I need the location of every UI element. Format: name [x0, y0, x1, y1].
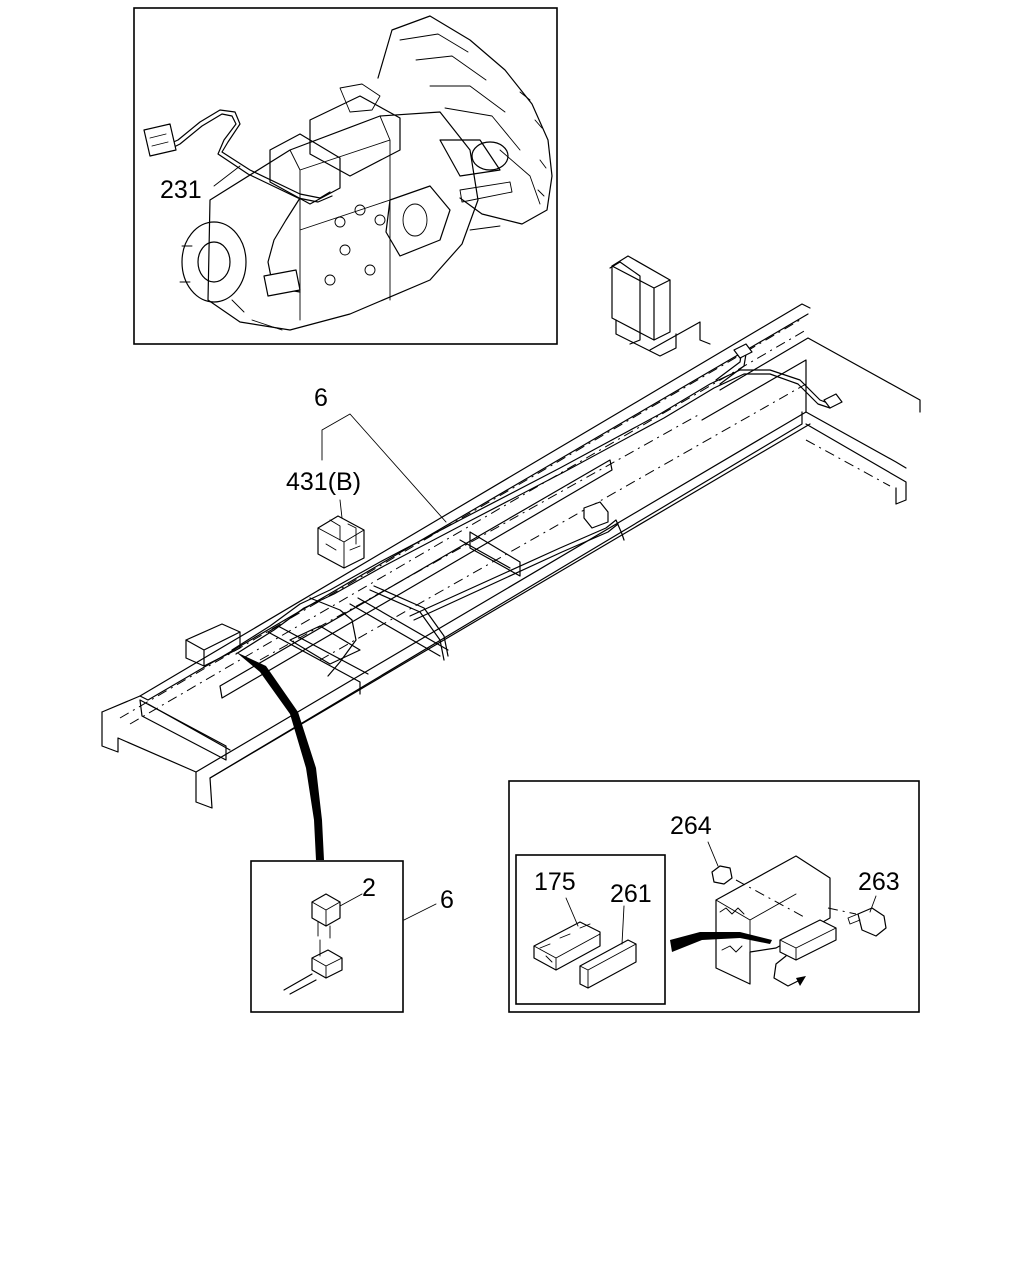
leader-431b — [339, 499, 343, 519]
relay-socket — [311, 949, 343, 979]
leader-175 — [565, 897, 579, 927]
bolt-263 — [857, 907, 887, 937]
harness-231-wire-outer — [163, 113, 333, 203]
chassis-frame — [101, 255, 921, 809]
relay-detail-inset: 2 — [250, 860, 404, 1013]
relay-detail-frame — [250, 860, 404, 1013]
leader-6-main — [321, 413, 447, 523]
connector-b — [733, 343, 753, 359]
callout-175: 175 — [534, 868, 576, 896]
transmission-inset-frame — [133, 7, 558, 345]
main-harness-6 — [231, 343, 843, 677]
connector-a — [583, 501, 609, 529]
wire-loop — [773, 955, 801, 987]
callout-263: 263 — [858, 868, 900, 896]
leader-6-detail — [403, 903, 437, 921]
callout-6-main-group: 6 — [314, 384, 447, 523]
nut-264 — [711, 865, 733, 885]
harness-231-connector — [143, 123, 177, 157]
transmission-inset: 231 — [133, 7, 558, 345]
bracket-assembled — [779, 919, 837, 961]
leader-264 — [707, 841, 719, 867]
callout-6-main: 6 — [314, 384, 328, 412]
leader-261 — [621, 905, 625, 945]
detail-arrow-right — [670, 932, 772, 952]
relay-431b: 431(B) — [286, 468, 365, 569]
mounting-detail-inset: 175 261 264 263 — [508, 780, 920, 1013]
harness-231-plug — [263, 269, 301, 297]
callout-6-detail: 6 — [440, 886, 454, 914]
callout-2: 2 — [362, 874, 376, 902]
callout-231: 231 — [160, 176, 202, 204]
leader-2 — [339, 893, 363, 907]
leader-231 — [213, 165, 241, 187]
mounting-detail-frame — [508, 780, 920, 1013]
callout-6-detail-group: 6 — [403, 886, 454, 921]
frame-section — [715, 855, 831, 985]
connector-c — [823, 393, 843, 409]
callout-261: 261 — [610, 880, 652, 908]
bracket-175 — [533, 921, 601, 971]
harness-231-wire — [159, 109, 331, 199]
transmission-drawing — [179, 15, 553, 331]
leader-263 — [869, 895, 877, 913]
callout-431b: 431(B) — [286, 468, 361, 496]
bracket-sub-inset-frame — [515, 854, 666, 1005]
callout-264: 264 — [670, 812, 712, 840]
detail-arrow-left — [236, 652, 324, 860]
